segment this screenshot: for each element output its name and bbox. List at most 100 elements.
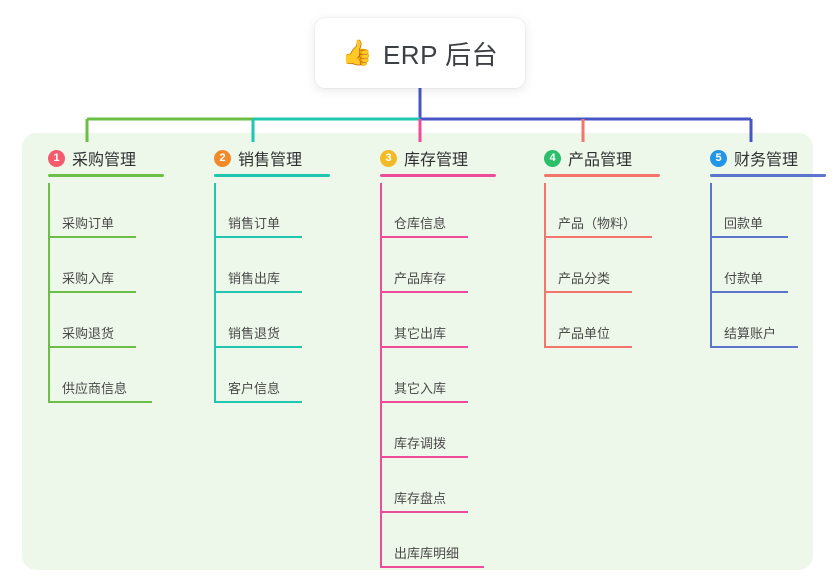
branch-item-label: 销售退货 xyxy=(228,326,281,341)
branch-item-label: 销售出库 xyxy=(228,271,281,286)
branch-header-underline xyxy=(380,174,496,177)
branch-title: 财务管理 xyxy=(734,152,799,169)
branch-item-label: 产品分类 xyxy=(558,271,611,286)
branch-item[interactable]: 付款单 xyxy=(692,238,798,293)
branch-item-list: 销售订单销售出库销售退货客户信息 xyxy=(196,183,302,403)
branch-title: 库存管理 xyxy=(404,152,469,169)
branch-spine xyxy=(544,183,546,348)
branch-spine xyxy=(380,183,382,568)
branch-column-5: 5 财务管理回款单付款单结算账户 xyxy=(692,143,826,348)
branch-item[interactable]: 其它入库 xyxy=(362,348,468,403)
branch-item-underline xyxy=(214,346,302,348)
branch-spine xyxy=(710,183,712,348)
branch-header-4[interactable]: 4 产品管理 xyxy=(526,143,660,177)
branch-title: 销售管理 xyxy=(238,152,303,169)
branch-item[interactable]: 产品库存 xyxy=(362,238,468,293)
branch-spine xyxy=(214,183,216,403)
branch-item-underline xyxy=(48,291,136,293)
branch-header-3[interactable]: 3 库存管理 xyxy=(362,143,496,177)
branch-item-label: 产品库存 xyxy=(394,271,447,286)
branch-item-label: 销售订单 xyxy=(228,216,281,231)
diagram-background-panel xyxy=(22,133,813,570)
branch-item-underline xyxy=(380,346,468,348)
branch-item[interactable]: 采购订单 xyxy=(30,183,136,238)
branch-header-underline xyxy=(710,174,826,177)
branch-item[interactable]: 仓库信息 xyxy=(362,183,468,238)
branch-item-underline xyxy=(214,236,302,238)
branch-item-underline xyxy=(380,511,468,513)
branch-title: 采购管理 xyxy=(72,152,137,169)
branch-number-badge: 5 xyxy=(710,149,727,167)
branch-item-label: 供应商信息 xyxy=(62,381,128,396)
branch-item-underline xyxy=(710,291,788,293)
branch-item-underline xyxy=(48,346,136,348)
branch-item[interactable]: 销售退货 xyxy=(196,293,302,348)
branch-item[interactable]: 采购入库 xyxy=(30,238,136,293)
branch-item-underline xyxy=(710,236,788,238)
branch-item-underline xyxy=(380,401,468,403)
branch-item-label: 采购退货 xyxy=(62,326,115,341)
branch-item[interactable]: 结算账户 xyxy=(692,293,798,348)
branch-item-underline xyxy=(214,401,302,403)
branch-item-label: 库存调拨 xyxy=(394,436,447,451)
branch-item-label: 其它入库 xyxy=(394,381,447,396)
branch-item-list: 采购订单采购入库采购退货供应商信息 xyxy=(30,183,152,403)
branch-item-label: 回款单 xyxy=(724,216,764,231)
branch-item[interactable]: 客户信息 xyxy=(196,348,302,403)
branch-item-underline xyxy=(380,566,484,568)
branch-item[interactable]: 库存盘点 xyxy=(362,458,468,513)
branch-item-label: 产品单位 xyxy=(558,326,611,341)
branch-item-label: 库存盘点 xyxy=(394,491,447,506)
branch-item[interactable]: 产品分类 xyxy=(526,238,632,293)
branch-item-list: 回款单付款单结算账户 xyxy=(692,183,798,348)
root-node-title: ERP 后台 xyxy=(382,39,499,70)
branch-header-underline xyxy=(544,174,660,177)
branch-item-underline xyxy=(710,346,798,348)
branch-item[interactable]: 产品单位 xyxy=(526,293,632,348)
branch-item[interactable]: 其它出库 xyxy=(362,293,468,348)
branch-column-2: 2 销售管理销售订单销售出库销售退货客户信息 xyxy=(196,143,330,403)
branch-item-underline xyxy=(48,401,152,403)
branch-item-underline xyxy=(544,346,632,348)
branch-title: 产品管理 xyxy=(568,152,633,169)
branch-item[interactable]: 库存调拨 xyxy=(362,403,468,458)
branch-item-label: 出库库明细 xyxy=(394,546,460,561)
branch-header-1[interactable]: 1 采购管理 xyxy=(30,143,164,177)
root-node-card[interactable]: 👍 ERP 后台 xyxy=(315,18,525,88)
branch-column-4: 4 产品管理产品（物料） 产品分类产品单位 xyxy=(526,143,660,348)
thumbs-up-icon: 👍 xyxy=(341,38,373,67)
branch-item[interactable]: 供应商信息 xyxy=(30,348,152,403)
branch-header-2[interactable]: 2 销售管理 xyxy=(196,143,330,177)
branch-item-underline xyxy=(48,236,136,238)
branch-number-badge: 4 xyxy=(544,149,561,167)
branch-number-badge: 3 xyxy=(380,149,397,167)
branch-item-label: 采购订单 xyxy=(62,216,115,231)
branch-item-label: 客户信息 xyxy=(228,381,281,396)
branch-item-underline xyxy=(544,291,632,293)
branch-header-5[interactable]: 5 财务管理 xyxy=(692,143,826,177)
branch-item-label: 结算账户 xyxy=(724,326,777,341)
branch-spine xyxy=(48,183,50,403)
branch-item[interactable]: 出库库明细 xyxy=(362,513,484,568)
branch-header-underline xyxy=(48,174,164,177)
branch-item-underline xyxy=(380,236,468,238)
branch-item-label: 仓库信息 xyxy=(394,216,447,231)
branch-item-underline xyxy=(214,291,302,293)
branch-item[interactable]: 产品（物料） xyxy=(526,183,652,238)
branch-item-underline xyxy=(380,291,468,293)
branch-item[interactable]: 销售出库 xyxy=(196,238,302,293)
branch-item[interactable]: 销售订单 xyxy=(196,183,302,238)
branch-item[interactable]: 回款单 xyxy=(692,183,798,238)
branch-column-3: 3 库存管理仓库信息产品库存其它出库其它入库库存调拨库存盘点出库库明细 xyxy=(362,143,496,568)
branch-number-badge: 2 xyxy=(214,149,231,167)
branch-item-list: 仓库信息产品库存其它出库其它入库库存调拨库存盘点出库库明细 xyxy=(362,183,484,568)
branch-item-label: 产品（物料） xyxy=(558,216,637,231)
branch-item-underline xyxy=(380,456,468,458)
branch-item-label: 付款单 xyxy=(724,271,764,286)
branch-item-label: 采购入库 xyxy=(62,271,115,286)
branch-header-underline xyxy=(214,174,330,177)
branch-item-underline xyxy=(544,236,652,238)
branch-number-badge: 1 xyxy=(48,149,65,167)
branch-item[interactable]: 采购退货 xyxy=(30,293,136,348)
